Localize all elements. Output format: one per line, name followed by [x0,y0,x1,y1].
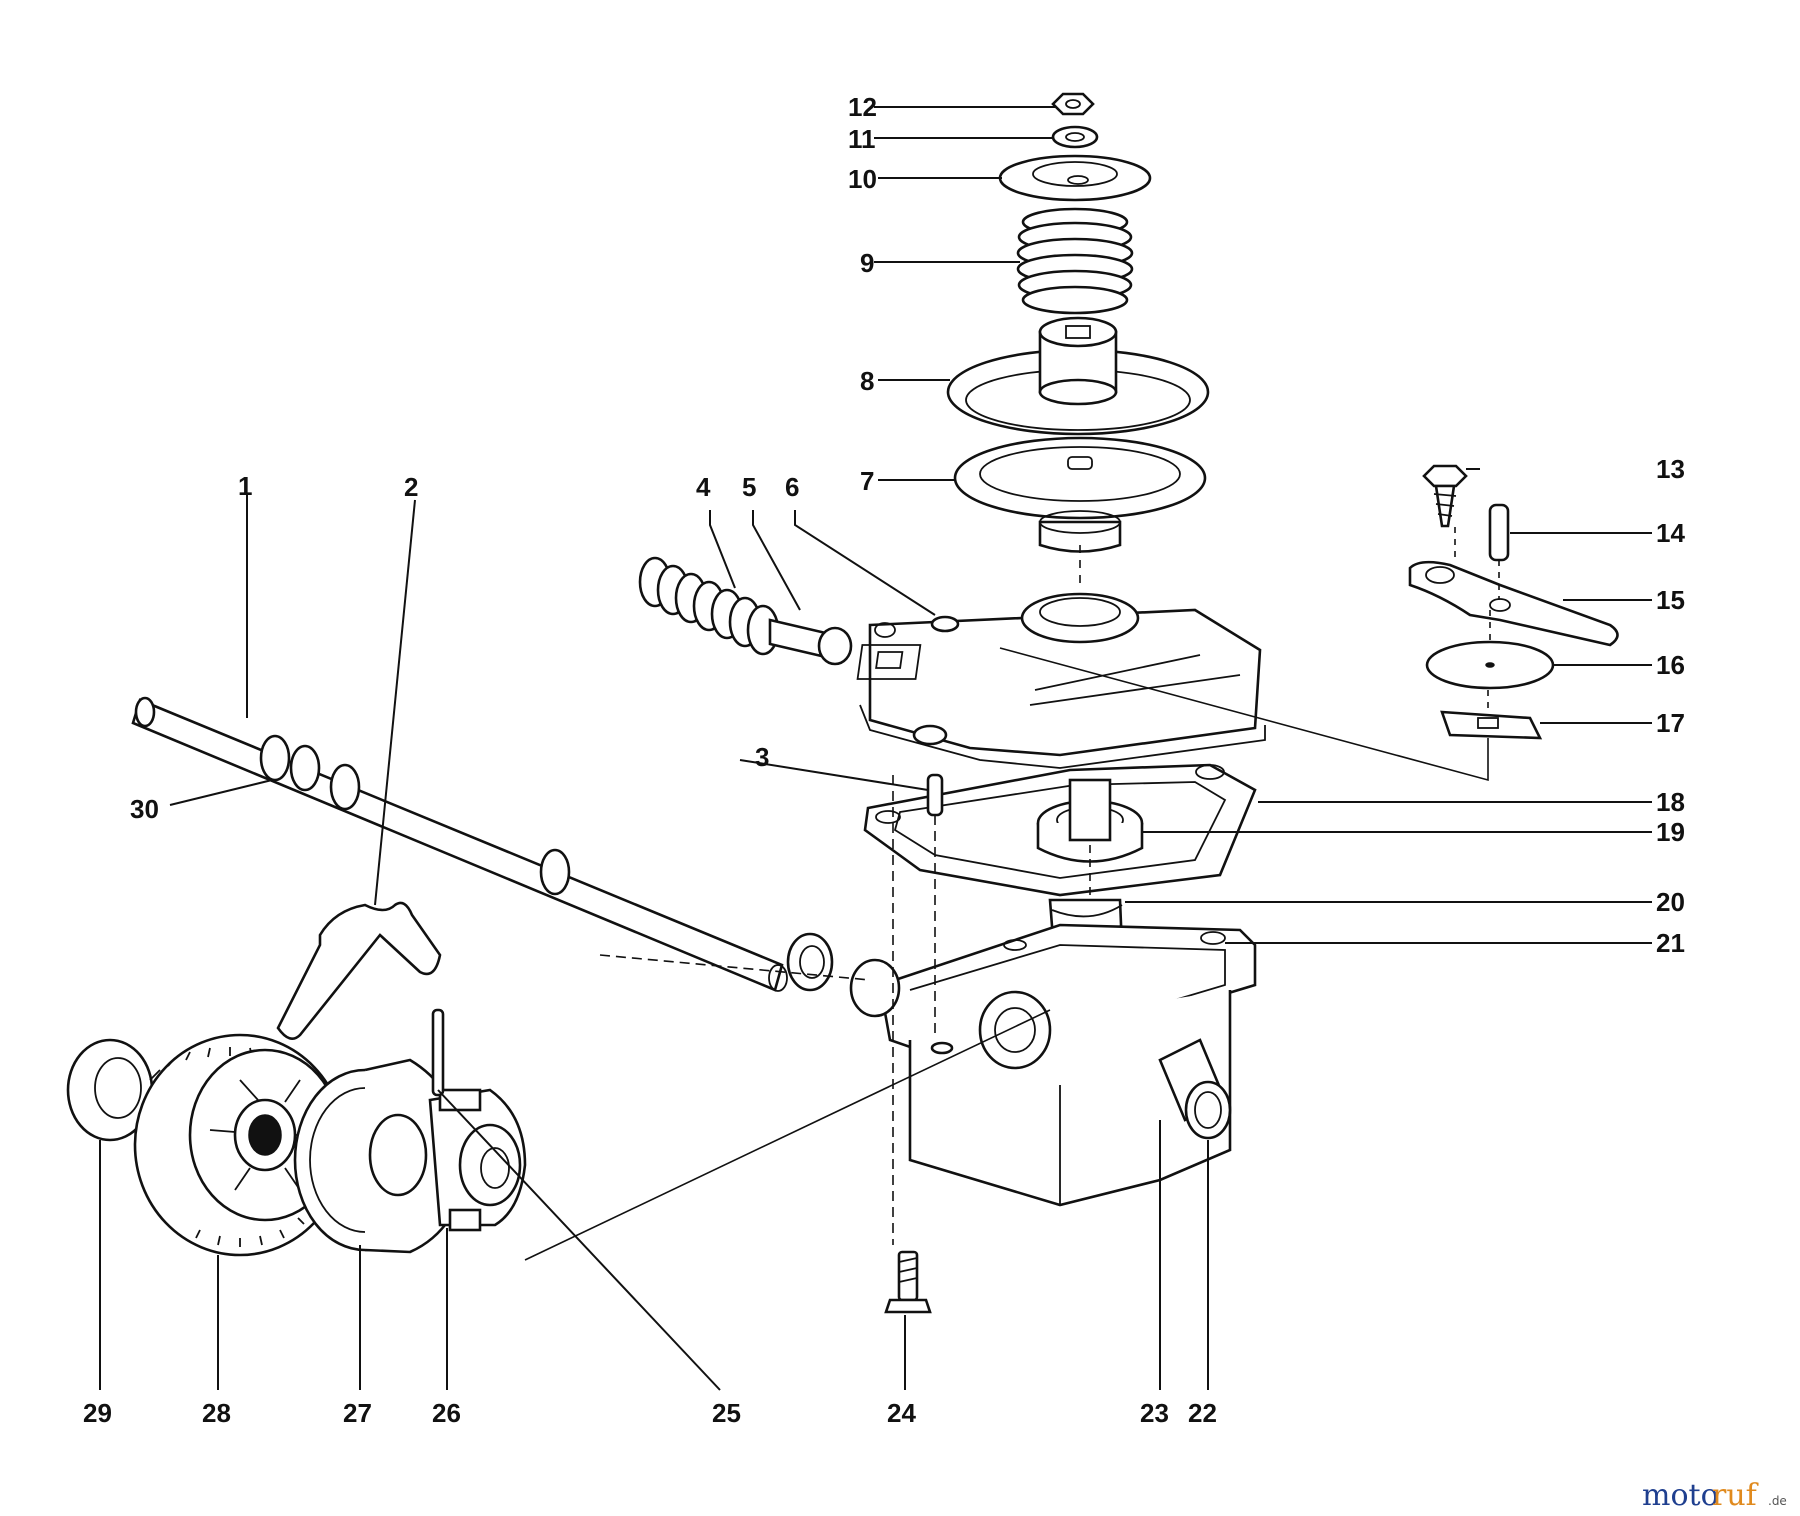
part-30-sleeve [289,744,321,792]
callout-3: 3 [755,742,769,772]
part-4-spring [638,556,780,656]
callout-21: 21 [1656,928,1685,958]
watermark-suffix: .de [1768,1494,1787,1508]
part-11-washer [1051,125,1099,149]
callout-22: 22 [1188,1398,1217,1428]
callout-25: 25 [712,1398,741,1428]
part-14-pin [1488,503,1510,562]
callout-23: 23 [1140,1398,1169,1428]
part-16-disc [1425,640,1555,690]
part-10-spring-cap [998,154,1152,202]
part-2-shift-fork [276,901,442,1040]
callout-28: 28 [202,1398,231,1428]
callout-2: 2 [404,472,418,502]
part-1-shaft [131,696,788,992]
callout-9: 9 [860,248,874,278]
shaft-bearing [786,932,901,1018]
callout-8: 8 [860,366,874,396]
callout-18: 18 [1656,787,1685,817]
callout-30: 30 [130,794,159,824]
leader-lines [99,106,1652,1391]
callout-10: 10 [848,164,877,194]
part-3-dowel-pin [926,773,944,817]
callout-17: 17 [1656,708,1685,738]
part-9-spring [1016,207,1134,315]
watermark-part2: ruf [1712,1478,1759,1513]
callout-27: 27 [343,1398,372,1428]
callout-15: 15 [1656,585,1685,615]
watermark-logo: moto ruf .de [1642,1478,1787,1513]
part-25-roll-pin [431,1008,445,1097]
callout-5: 5 [742,472,756,502]
callout-29: 29 [83,1398,112,1428]
watermark-part1: moto [1642,1478,1719,1513]
part-13-screw [1422,464,1468,528]
part-5-shift-rod [768,618,853,666]
callout-4: 4 [696,472,711,502]
callout-1: 1 [238,471,252,501]
part-21-gearbox-housing [878,923,1257,1207]
callout-20: 20 [1656,887,1685,917]
callout-26: 26 [432,1398,461,1428]
callout-12: 12 [848,92,877,122]
gearbox-cover [856,592,1266,769]
part-15-lever [1408,560,1619,647]
part-12-nut [1051,92,1095,116]
callout-13: 13 [1656,454,1685,484]
callout-6: 6 [785,472,799,502]
part-17-plate [1440,710,1543,740]
part-29-thrust-washer [66,1038,154,1142]
callout-7: 7 [860,466,874,496]
callout-16: 16 [1656,650,1685,680]
part-26-clutch-hub [428,1088,527,1232]
part-24-bolt [884,1250,932,1314]
callout-24: 24 [887,1398,916,1428]
callout-19: 19 [1656,817,1685,847]
part-8-upper-pulley [946,316,1210,436]
callout-14: 14 [1656,518,1685,548]
callout-11: 11 [848,124,876,154]
part-7-lower-pulley [953,436,1207,553]
part-28-gear [133,1033,347,1257]
part-22-oil-seal [1184,1080,1232,1140]
